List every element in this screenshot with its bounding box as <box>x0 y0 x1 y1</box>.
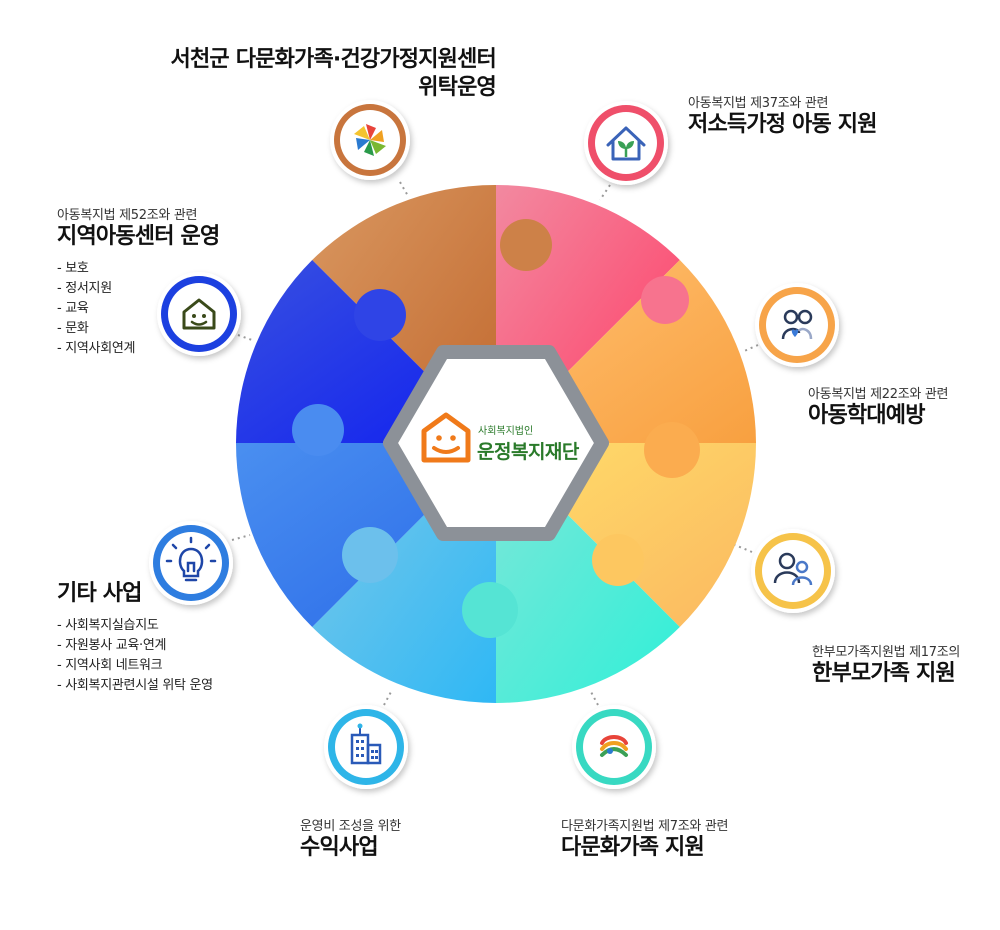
etc-bullet-item: 자원봉사 교육·연계 <box>57 636 297 656</box>
logo-eye-left <box>436 435 442 441</box>
revenue-caption: 운영비 조성을 위한 <box>300 819 401 834</box>
logo-eye-right <box>450 435 456 441</box>
connector-lowincome <box>599 184 611 201</box>
multicultural-caption: 다문화가족지원법 제7조와 관련 <box>561 819 729 834</box>
abuse-caption: 아동복지법 제22조와 관련 <box>808 387 949 402</box>
connector-revenue <box>383 689 393 706</box>
badge-single <box>751 529 835 613</box>
center-bullet-item: 문화 <box>57 319 297 339</box>
knob-pink <box>641 276 689 324</box>
center-bullet-item: 정서지원 <box>57 279 297 299</box>
knob-teal <box>462 582 518 638</box>
etc-bullet-item: 지역사회 네트워크 <box>57 656 297 676</box>
center-hexagon: 사회복지법인 운정복지재단 <box>383 345 609 541</box>
abuse-title: 아동학대예방 <box>808 403 925 428</box>
label-etc: 기타 사업 사회복지실습지도 자원봉사 교육·연계 지역사회 네트워크 사회복지… <box>57 580 297 696</box>
label-lowincome: 아동복지법 제37조와 관련 저소득가정 아동 지원 <box>688 92 988 139</box>
pinwheel-icon <box>354 124 386 156</box>
lowincome-caption: 아동복지법 제37조와 관련 <box>688 96 829 111</box>
revenue-title: 수익사업 <box>300 835 379 860</box>
label-abuse: 아동복지법 제22조와 관련 아동학대예방 <box>808 383 998 430</box>
label-seocheon: 서천군 다문화가족·건강가정지원센터 위탁운영 <box>150 46 497 101</box>
knob-blue <box>292 404 344 456</box>
knob-orange <box>644 422 700 478</box>
center-bullet-item: 보호 <box>57 259 297 279</box>
seocheon-title-line1: 서천군 다문화가족·건강가정지원센터 <box>170 47 497 72</box>
label-single: 한부모가족지원법 제17조의 한부모가족 지원 <box>812 641 998 688</box>
family-heart-icon <box>781 309 813 340</box>
knob-brown <box>500 219 552 271</box>
etc-bullet-list: 사회복지실습지도 자원봉사 교육·연계 지역사회 네트워크 사회복지관련시설 위… <box>57 616 297 696</box>
seocheon-title-line2: 위탁운영 <box>418 74 497 100</box>
etc-bullet-item: 사회복지실습지도 <box>57 616 297 636</box>
lowincome-title: 저소득가정 아동 지원 <box>688 112 877 137</box>
multicultural-logo-icon <box>600 735 628 757</box>
center-bullet-item: 교육 <box>57 299 297 319</box>
etc-bullet-item: 사회복지관련시설 위탁 운영 <box>57 676 297 696</box>
label-center: 아동복지법 제52조와 관련 지역아동센터 운영 보호 정서지원 교육 문화 지… <box>57 204 297 359</box>
badge-revenue <box>324 705 408 789</box>
connector-seocheon <box>399 181 409 197</box>
connector-multicultural <box>589 689 599 706</box>
org-type-label: 사회복지법인 <box>478 425 533 437</box>
hexagon-border <box>383 345 609 541</box>
etc-title: 기타 사업 <box>57 581 142 606</box>
house-sprout-icon <box>606 126 646 161</box>
center-bullet-list: 보호 정서지원 교육 문화 지역사회연계 <box>57 259 297 359</box>
lightbulb-icon <box>165 536 217 582</box>
label-multicultural: 다문화가족지원법 제7조와 관련 다문화가족 지원 <box>561 815 821 862</box>
center-caption: 아동복지법 제52조와 관련 <box>57 208 198 223</box>
building-icon <box>350 723 382 765</box>
logo-house-icon <box>421 412 471 463</box>
center-title: 지역아동센터 운영 <box>57 224 220 249</box>
knob-yellow <box>592 534 644 586</box>
label-revenue: 운영비 조성을 위한 수익사업 <box>300 815 500 862</box>
connector-single <box>734 544 753 553</box>
connector-etc <box>231 534 251 541</box>
single-title: 한부모가족 지원 <box>812 661 956 686</box>
center-bullet-item: 지역사회연계 <box>57 339 297 359</box>
org-name-label: 운정복지재단 <box>477 441 580 463</box>
badge-abuse <box>755 283 839 367</box>
single-caption: 한부모가족지원법 제17조의 <box>812 645 961 660</box>
badge-lowincome <box>584 101 668 185</box>
logo-smile <box>432 446 460 454</box>
knob-sky <box>342 527 398 583</box>
connector-abuse <box>741 344 759 353</box>
parent-child-icon <box>773 552 813 586</box>
knob-navy <box>354 289 406 341</box>
foundation-logo <box>421 412 471 463</box>
multicultural-title: 다문화가족 지원 <box>561 835 705 860</box>
